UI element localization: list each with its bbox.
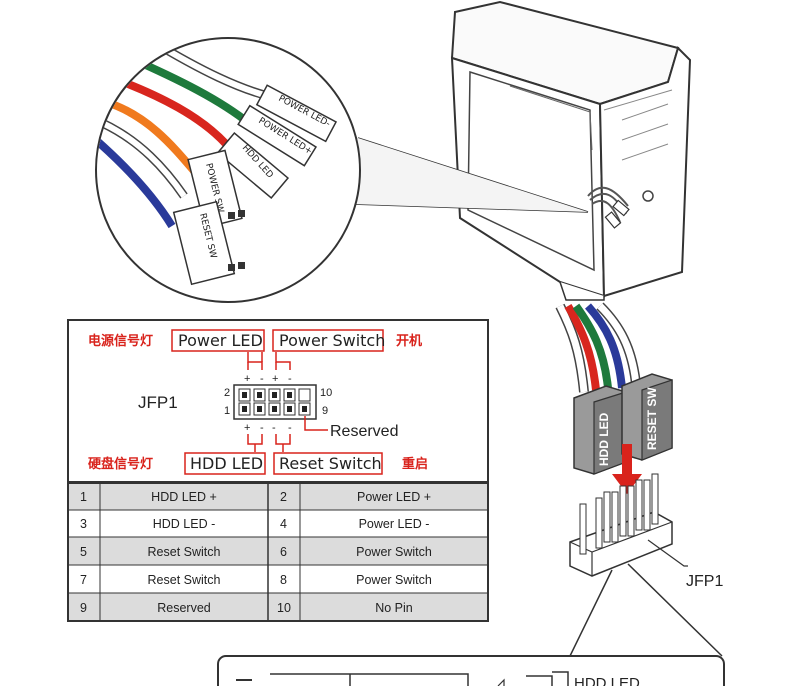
table-cell: Reserved <box>157 601 211 615</box>
table-cell: Power Switch <box>356 573 432 587</box>
minus-sign: - <box>288 422 292 434</box>
label-hdd-led: HDD LED <box>190 454 263 473</box>
pin-10-label: 10 <box>320 387 332 399</box>
hdd-led-conn-label: HDD LED <box>597 412 611 466</box>
connector-insertion-view: HDD LED RESET SW JFP1 <box>555 302 723 657</box>
bottom-hdd-led-label: HDD LED <box>574 675 640 686</box>
pc-case <box>450 0 692 301</box>
pin-2-label: 2 <box>224 387 230 399</box>
jfp1-header-label: JFP1 <box>686 573 723 590</box>
table-cell: Power LED + <box>357 490 431 504</box>
table-cell: No Pin <box>375 601 413 615</box>
label-restart-cn: 重启 <box>402 456 428 472</box>
pin-grid <box>238 388 311 416</box>
insert-arrow-icon <box>612 444 642 494</box>
table-cell: 4 <box>280 517 287 531</box>
label-reset-switch: Reset Switch <box>279 454 382 473</box>
label-power-on-cn: 开机 <box>396 333 422 349</box>
connector-reset-sw: RESET SW <box>172 200 245 286</box>
table-cell: 3 <box>80 517 87 531</box>
jfp1-header-3d <box>569 473 673 577</box>
table-cell: 1 <box>80 490 87 504</box>
table-cell: 10 <box>277 601 291 615</box>
label-hdd-led-cn: 硬盘信号灯 <box>88 456 153 472</box>
table-cell: 5 <box>80 545 87 559</box>
table-cell: HDD LED - <box>153 517 216 531</box>
pin-1-label: 1 <box>224 405 230 417</box>
bottom-detail-panel: HDD LED <box>217 655 725 686</box>
table-cell: 9 <box>80 601 87 615</box>
table-cell: Reset Switch <box>148 573 221 587</box>
table-cell: 6 <box>280 545 287 559</box>
label-reserved: Reserved <box>330 423 398 440</box>
pin-table: 1 HDD LED + 2 Power LED + 3 HDD LED - 4 … <box>67 482 489 622</box>
zoom-circle: POWER LED- POWER LED+ HDD LED POWER SW R… <box>95 37 361 303</box>
minus-sign: - <box>260 422 264 434</box>
table-row: 3 HDD LED - 4 Power LED - <box>80 517 429 531</box>
label-power-led-cn: 电源信号灯 <box>88 333 153 349</box>
table-cell: Power LED - <box>359 517 430 531</box>
table-cell: Power Switch <box>356 545 432 559</box>
table-cell: HDD LED + <box>151 490 217 504</box>
connector-power-led-minus: POWER LED- <box>255 84 338 143</box>
table-row: 9 Reserved 10 No Pin <box>80 601 413 615</box>
plus-sign: + <box>244 422 250 434</box>
table-cell: 8 <box>280 573 287 587</box>
table-cell: 2 <box>280 490 287 504</box>
minus-sign: - <box>272 422 276 434</box>
minus-sign: - <box>288 373 292 385</box>
plus-sign: + <box>244 373 250 385</box>
table-row: 7 Reset Switch 8 Power Switch <box>80 573 432 587</box>
label-power-led: Power LED <box>178 331 263 350</box>
minus-sign: - <box>260 373 264 385</box>
table-row: 1 HDD LED + 2 Power LED + <box>80 490 431 504</box>
plus-sign: + <box>272 373 278 385</box>
pin-legend: 电源信号灯 Power LED Power Switch 开机 + - + - … <box>67 319 489 483</box>
table-cell: 7 <box>80 573 87 587</box>
reset-sw-conn-label: RESET SW <box>645 387 659 450</box>
table-row: 5 Reset Switch 6 Power Switch <box>80 545 432 559</box>
label-power-switch: Power Switch <box>279 331 385 350</box>
pin-9-label: 9 <box>322 405 328 417</box>
header-name-jfp1: JFP1 <box>138 393 178 412</box>
table-cell: Reset Switch <box>148 545 221 559</box>
